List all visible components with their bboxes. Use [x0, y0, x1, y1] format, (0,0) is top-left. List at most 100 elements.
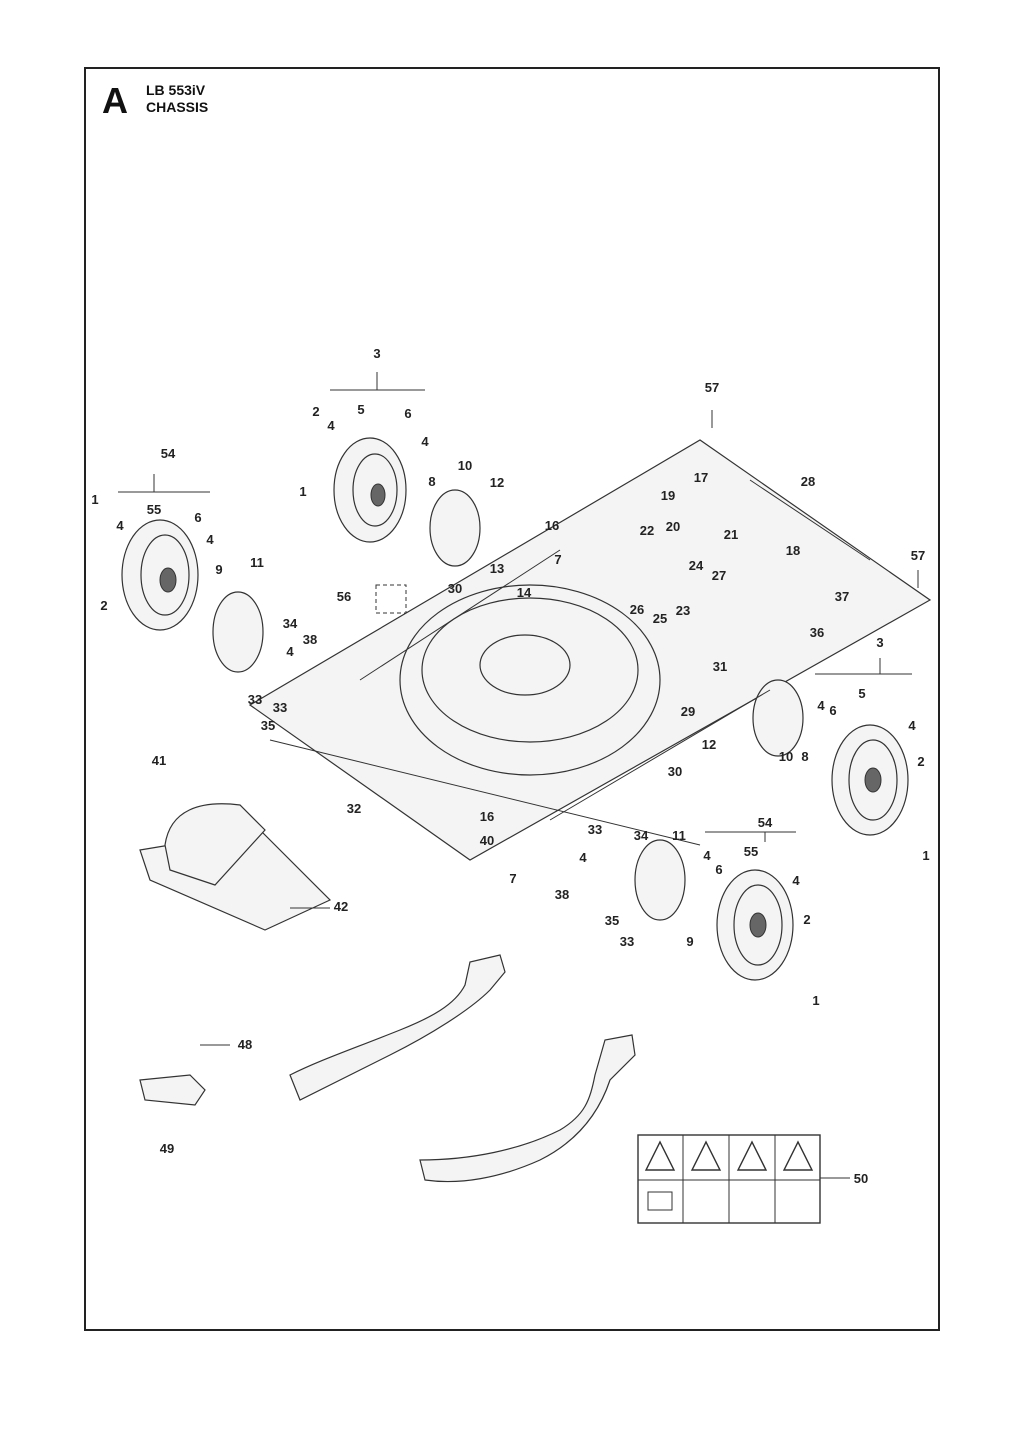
callout-38-left: 38 — [303, 632, 317, 647]
callout-4-mid: 4 — [579, 850, 587, 865]
callout-7-mid: 7 — [509, 871, 516, 886]
callout-11-right: 11 — [672, 828, 686, 843]
callout-50: 50 — [854, 1171, 868, 1186]
callout-1-left: 1 — [91, 492, 98, 507]
callout-36: 36 — [810, 625, 824, 640]
callout-34-mid-b: 33 — [620, 934, 634, 949]
callout-34-left: 33 — [248, 692, 262, 707]
callout-6-right-b: 6 — [715, 862, 722, 877]
callout-48: 48 — [238, 1037, 252, 1052]
wheel-front-left — [333, 437, 407, 543]
callout-2-top: 2 — [312, 404, 319, 419]
callout-labels: 3 5 2 4 6 4 1 8 10 12 54 1 4 55 6 4 9 2 … — [91, 346, 929, 1186]
callout-37: 37 — [835, 589, 849, 604]
callout-4-right: 4 — [817, 698, 825, 713]
callout-4-left: 4 — [116, 518, 124, 533]
callout-55-top: 57 — [705, 380, 719, 395]
callout-35-mid: 35 — [605, 913, 619, 928]
part-54-box — [375, 584, 407, 614]
callout-18: 17 — [694, 470, 708, 485]
callout-16-top: 16 — [545, 518, 559, 533]
callout-19: 19 — [661, 488, 675, 503]
callout-12-top: 12 — [490, 475, 504, 490]
wheel-front-right — [831, 724, 909, 836]
callout-13: 13 — [490, 561, 504, 576]
callout-33-mid: 34 — [634, 828, 649, 843]
callout-6-top: 6 — [404, 406, 411, 421]
model-name: LB 553iV — [146, 82, 206, 98]
callout-26: 26 — [630, 602, 644, 617]
callout-10-right: 10 — [779, 749, 793, 764]
callout-3-right: 3 — [876, 635, 883, 650]
wheel-rear-right — [716, 869, 794, 981]
callout-6-right: 6 — [829, 703, 836, 718]
callout-11-left: 11 — [250, 555, 264, 570]
callout-31: 31 — [713, 659, 727, 674]
rear-cover — [139, 803, 332, 931]
callout-42: 42 — [334, 899, 348, 914]
callout-35-left: 35 — [261, 718, 275, 733]
callout-54: 56 — [337, 589, 351, 604]
callout-7-top: 7 — [554, 552, 561, 567]
callout-30-top: 30 — [448, 581, 462, 596]
callout-3-top: 3 — [373, 346, 380, 361]
callout-34-mid: 33 — [588, 822, 602, 837]
callout-8-right: 8 — [801, 749, 808, 764]
callout-32: 32 — [347, 801, 361, 816]
callout-4-left-b: 4 — [206, 532, 214, 547]
callout-2-left: 2 — [100, 598, 107, 613]
callout-17: 18 — [786, 543, 800, 558]
hubcap-10-left — [429, 489, 481, 567]
callout-9-right: 9 — [686, 934, 693, 949]
part-49 — [139, 1074, 206, 1106]
wheel-rear-left — [121, 519, 199, 631]
callout-8-top: 8 — [428, 474, 435, 489]
diagram-frame — [84, 67, 940, 1331]
hubcap-11-left — [212, 591, 264, 673]
callout-5-right: 5 — [858, 686, 865, 701]
callout-6-left: 6 — [194, 510, 201, 525]
callout-29: 29 — [681, 704, 695, 719]
callout-34-left-b: 33 — [273, 700, 287, 715]
callout-4-right-d: 4 — [792, 873, 800, 888]
callout-4-right-c: 4 — [703, 848, 711, 863]
callout-9-left: 9 — [215, 562, 222, 577]
callout-4-left-c: 4 — [286, 644, 294, 659]
callout-25: 25 — [653, 611, 667, 626]
callout-10-top: 10 — [458, 458, 472, 473]
callout-4-top: 4 — [327, 418, 335, 433]
callout-27: 27 — [712, 568, 726, 583]
callout-28: 28 — [801, 474, 815, 489]
callout-30-right: 30 — [668, 764, 682, 779]
callout-38-mid: 38 — [555, 887, 569, 902]
diagram-title: CHASSIS — [146, 99, 209, 115]
callout-5-top: 5 — [357, 402, 364, 417]
callout-24: 24 — [689, 558, 704, 573]
callout-53-right: 55 — [744, 844, 758, 859]
callout-52-left: 54 — [161, 446, 176, 461]
callout-4-top-right: 4 — [421, 434, 429, 449]
callout-40: 40 — [480, 833, 494, 848]
section-letter: A — [102, 80, 128, 121]
callout-1-right: 1 — [922, 848, 929, 863]
callout-49: 49 — [160, 1141, 174, 1156]
callout-2-right: 2 — [917, 754, 924, 769]
callout-52-right: 54 — [758, 815, 773, 830]
handle-57 — [419, 1034, 636, 1183]
callout-1-top: 1 — [299, 484, 306, 499]
callout-53-left: 55 — [147, 502, 161, 517]
handle-56 — [289, 954, 506, 1101]
callout-4-right-b: 4 — [908, 718, 916, 733]
callout-21: 21 — [724, 527, 738, 542]
callout-1-right-b: 1 — [812, 993, 819, 1008]
callout-12-right: 12 — [702, 737, 716, 752]
callout-14: 14 — [517, 585, 532, 600]
callout-55-right: 57 — [911, 548, 925, 563]
callout-23: 23 — [676, 603, 690, 618]
callout-41: 41 — [152, 753, 166, 768]
callout-2-right-b: 2 — [803, 912, 810, 927]
callout-20: 20 — [666, 519, 680, 534]
hubcap-10-right — [752, 679, 804, 757]
callout-33-left: 34 — [283, 616, 298, 631]
